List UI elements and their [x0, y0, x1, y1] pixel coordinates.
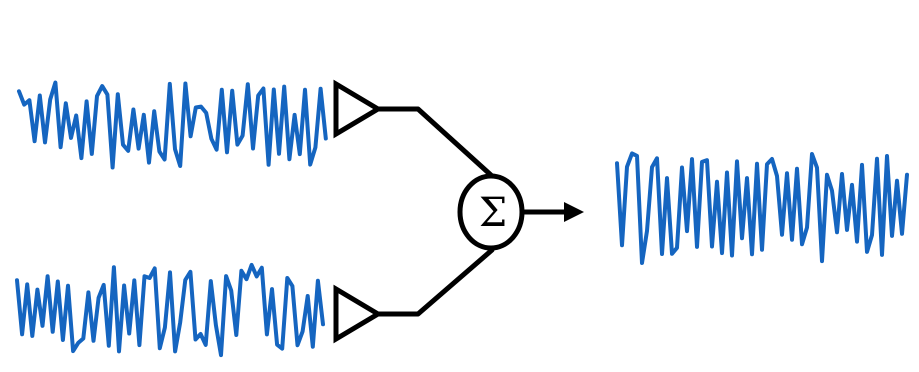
output-arrow [519, 202, 584, 222]
arrow-right-icon [564, 202, 584, 222]
triangle-amplifier-icon [333, 284, 383, 344]
wire-top-to-summer [375, 106, 495, 179]
input-signal-top [17, 80, 328, 170]
input-signal-bottom [15, 262, 325, 358]
summing-symbol: Σ [479, 190, 507, 236]
amplifier-top [333, 79, 495, 179]
summing-junction: Σ [457, 173, 525, 251]
output-signal [615, 151, 909, 265]
amplifier-bottom [333, 247, 495, 344]
wire-bottom-to-summer [375, 247, 495, 317]
triangle-amplifier-icon [333, 79, 383, 139]
